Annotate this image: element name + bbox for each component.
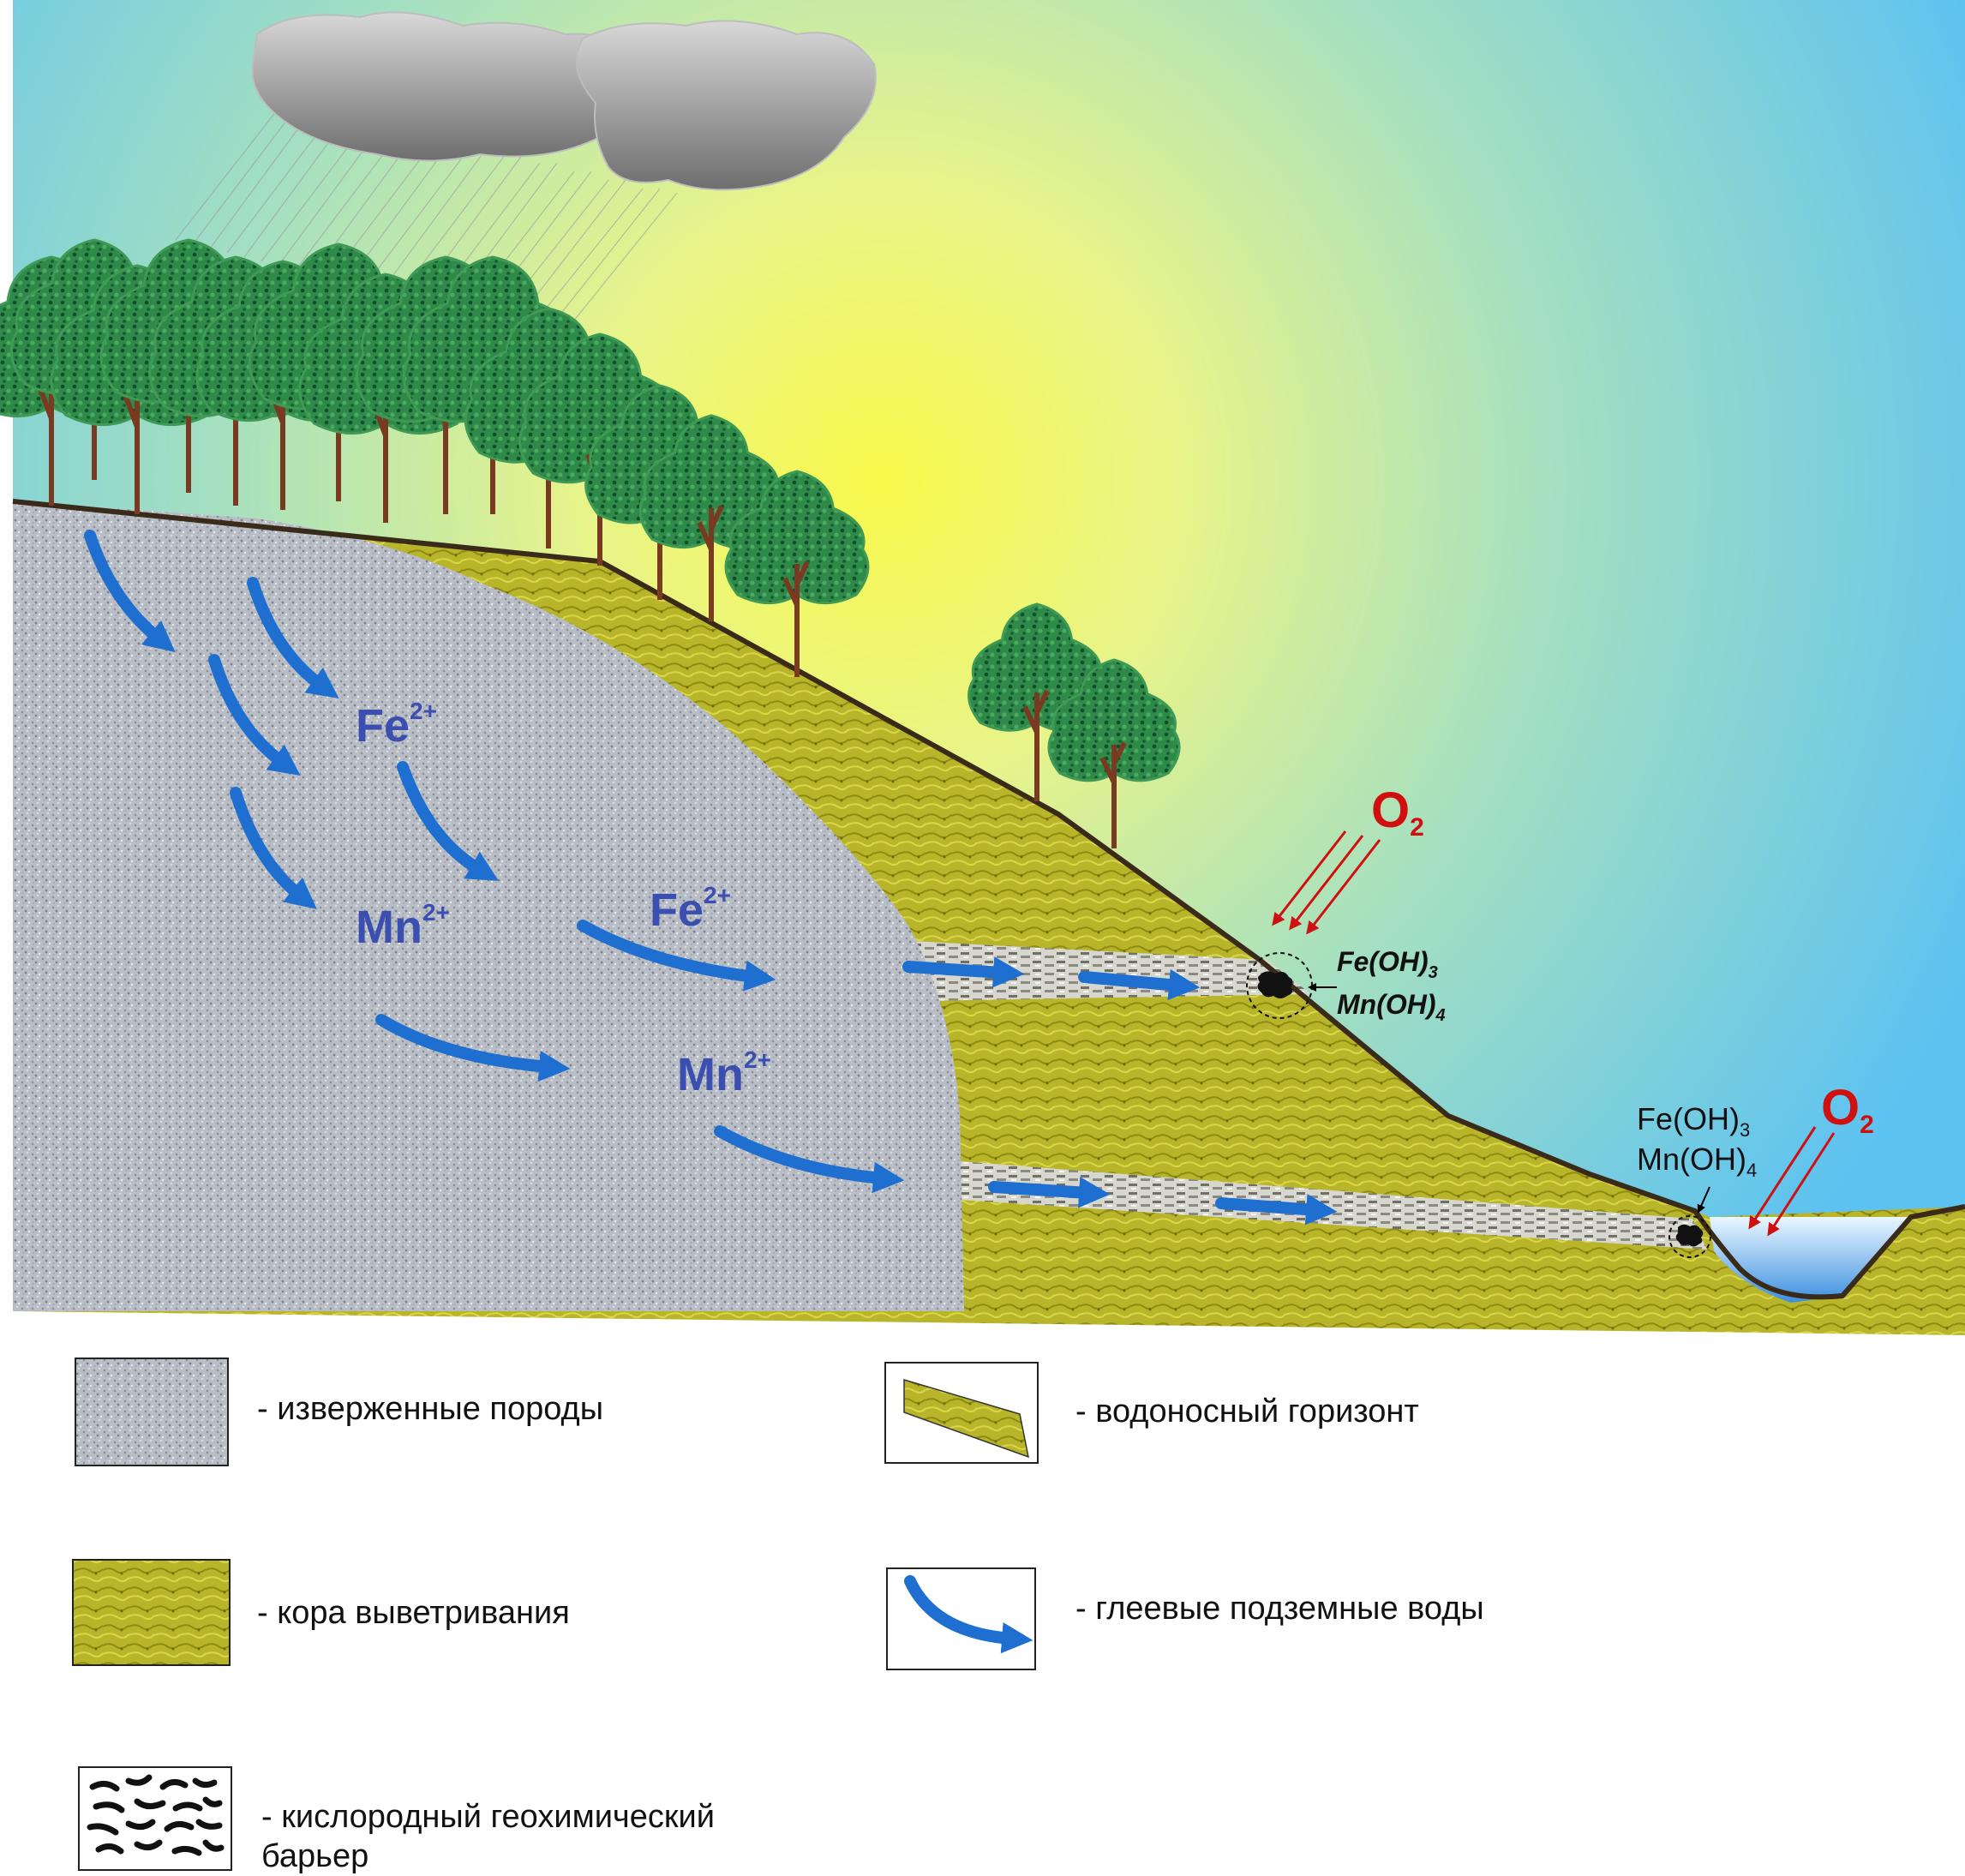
tree-icon [724,470,870,677]
legend-crust-label: - кора выветривания [257,1595,570,1631]
legend-igneous-label: - изверженные породы [257,1391,604,1427]
flow-arrow [375,1014,571,1082]
legend-swatch-igneous [75,1358,229,1466]
legend-barrier-label: - кислородный геохимический барьер [261,1799,715,1874]
flow-arrow [577,920,776,992]
legend-aquifer-shape [903,1378,1029,1459]
flow-arrow [397,761,500,881]
flow-arrow [208,654,301,776]
oxygen-input-upper [1272,830,1381,935]
barrier-lower [1668,1186,1711,1258]
oxygen-label: O2 [1371,782,1424,842]
ion-label: Fe2+ [650,882,731,936]
precipitate-label: Fe(OH)3 [1337,946,1438,982]
precipitate-label: Mn(OH)4 [1337,989,1446,1025]
flow-arrow [247,577,339,698]
tree-icon [1047,658,1181,848]
flow-arrow [1078,968,1201,1001]
ion-label: Mn2+ [677,1046,771,1100]
igneous-rocks [13,501,964,1311]
ground-surface [12,499,1965,1300]
gley-flow-arrows [84,530,1338,1226]
flow-arrow [84,530,176,653]
legend-aquifer-label: - водоносный горизонт [1075,1394,1419,1429]
barrier-upper [1246,952,1337,1019]
flow-arrow [230,787,317,909]
precipitate-label: Mn(OH)4 [1637,1142,1757,1181]
flow-arrow [988,1177,1111,1208]
flow-arrow [714,1125,905,1194]
legend-swatch-crust [72,1559,231,1666]
legend-barrier-marks [87,1774,225,1856]
forest [0,238,1181,848]
cloud-icon [251,11,877,191]
flow-arrow [902,956,1025,988]
oxygen-label: O2 [1821,1080,1874,1139]
ion-label: Mn2+ [356,899,450,953]
legend-gley-label: - глеевые подземные воды [1075,1591,1484,1627]
ion-label: Fe2+ [356,698,437,752]
precipitate-label: Fe(OH)3 [1637,1101,1750,1141]
oxygen-input-lower [1748,1126,1836,1237]
legend-gley-arrow [904,1575,1033,1654]
flow-arrow [1215,1194,1338,1226]
